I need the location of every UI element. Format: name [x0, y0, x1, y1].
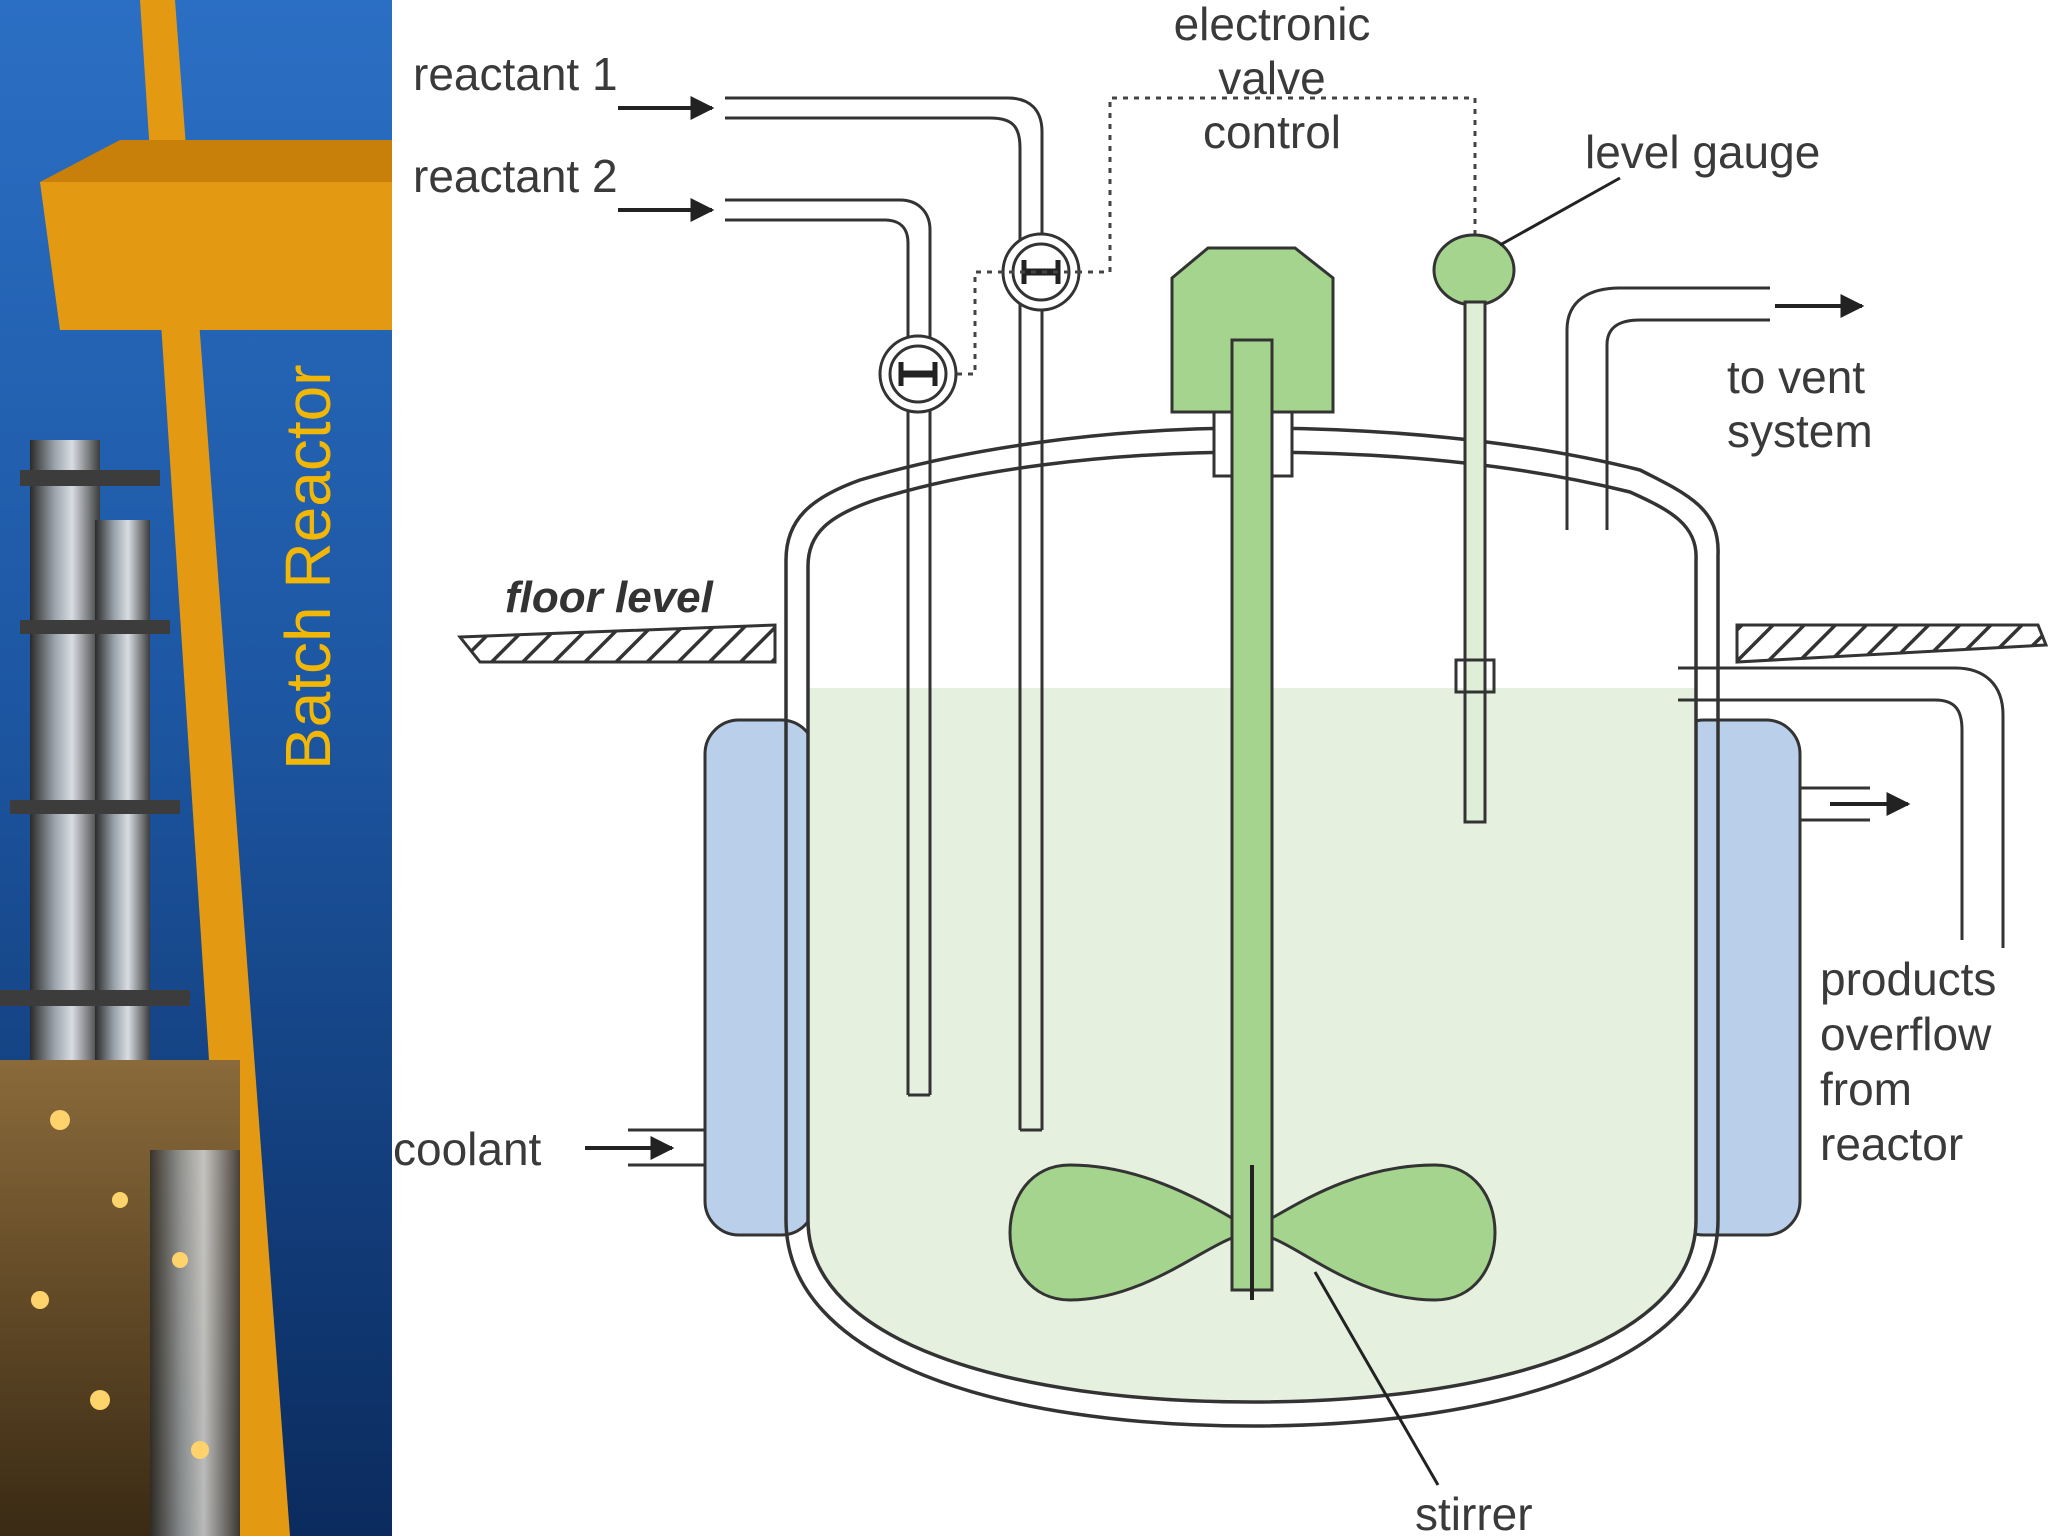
impeller-blade-right [1270, 1163, 1497, 1302]
stirrer-shaft [1230, 338, 1274, 1292]
level-gauge-stem [1463, 300, 1487, 824]
valve-reactant-2[interactable] [878, 334, 958, 414]
reactant-2-pipe [725, 198, 932, 1097]
label-valve-line-2: valve [1218, 52, 1325, 104]
reactant-1-pipe [725, 96, 1044, 1132]
label-products-line-4: reactor [1820, 1118, 1963, 1170]
label-stirrer: stirrer [1415, 1488, 1533, 1536]
product-overflow-pipe [1678, 666, 2005, 948]
label-vent-line-1: to vent [1727, 351, 1865, 403]
orange-diagonal-band [140, 0, 290, 1536]
orange-title-band [40, 182, 392, 330]
sidebar-art: Batch Reactor [0, 0, 392, 1536]
control-signal-line [956, 96, 1477, 376]
refinery-tower-image [0, 440, 240, 1536]
coolant-inlet-pipe [585, 1128, 705, 1167]
sidebar-panel: Batch Reactor [0, 0, 392, 1536]
label-products-line-1: products [1820, 953, 1996, 1005]
floor-hatch-right [1735, 623, 2048, 664]
orange-band-top [40, 140, 392, 182]
label-valve-line-1: electronic [1174, 0, 1371, 50]
level-gauge-leader [1499, 176, 1621, 247]
batch-reactor-diagram: reactant 1 reactant 2 electronic valve c… [392, 0, 2048, 1536]
cooling-jacket-left [703, 718, 817, 1237]
stirrer-motor [1170, 246, 1335, 414]
label-floor-level: floor level [505, 573, 714, 622]
label-products-line-3: from [1820, 1063, 1912, 1115]
diagram-canvas: reactant 1 reactant 2 electronic valve c… [393, 0, 2048, 1536]
impeller-blade-left [1008, 1163, 1234, 1302]
vent-pipe [1565, 286, 1865, 530]
label-valve-line-3: control [1203, 106, 1341, 158]
label-products-line-2: overflow [1820, 1008, 1992, 1060]
label-reactant-2: reactant 2 [413, 150, 618, 202]
level-gauge-float [1454, 658, 1496, 694]
label-reactant-1: reactant 1 [413, 48, 618, 100]
reactor-vessel-outer-wall [784, 426, 1720, 1428]
reactor-vessel-inner-wall [806, 450, 1698, 1404]
label-vent-line-2: system [1727, 405, 1873, 457]
coolant-outlet-pipe [1800, 786, 1911, 822]
label-coolant: coolant [393, 1123, 542, 1175]
slide-title: Batch Reactor [272, 364, 344, 770]
stirrer-leader [1313, 1271, 1440, 1486]
label-level-gauge: level gauge [1585, 126, 1820, 178]
floor-hatch-left [456, 623, 777, 664]
